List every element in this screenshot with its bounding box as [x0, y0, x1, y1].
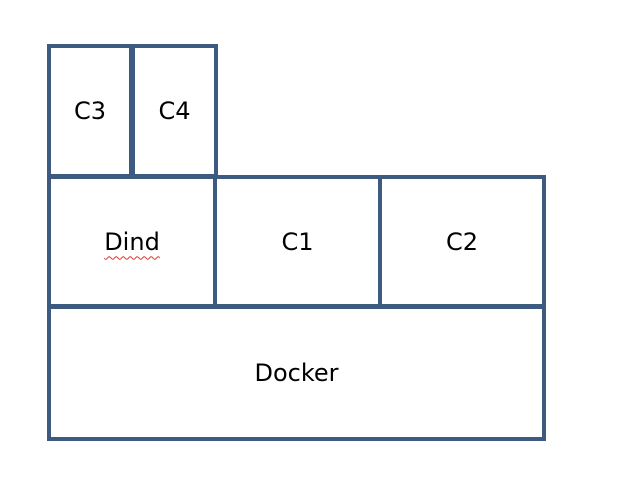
block-c2: C2 — [378, 175, 546, 308]
block-docker-label: Docker — [254, 359, 339, 387]
block-c3-label: C3 — [73, 97, 107, 125]
block-c1: C1 — [213, 175, 382, 308]
block-dind-label: Dind — [104, 227, 160, 256]
block-dind: Dind — [47, 175, 217, 308]
block-c4-label: C4 — [158, 97, 191, 125]
block-docker: Docker — [47, 305, 546, 441]
block-c4: C4 — [131, 44, 218, 178]
block-c2-label: C2 — [445, 227, 479, 256]
block-c3: C3 — [47, 44, 133, 178]
block-c1-label: C1 — [281, 227, 314, 256]
